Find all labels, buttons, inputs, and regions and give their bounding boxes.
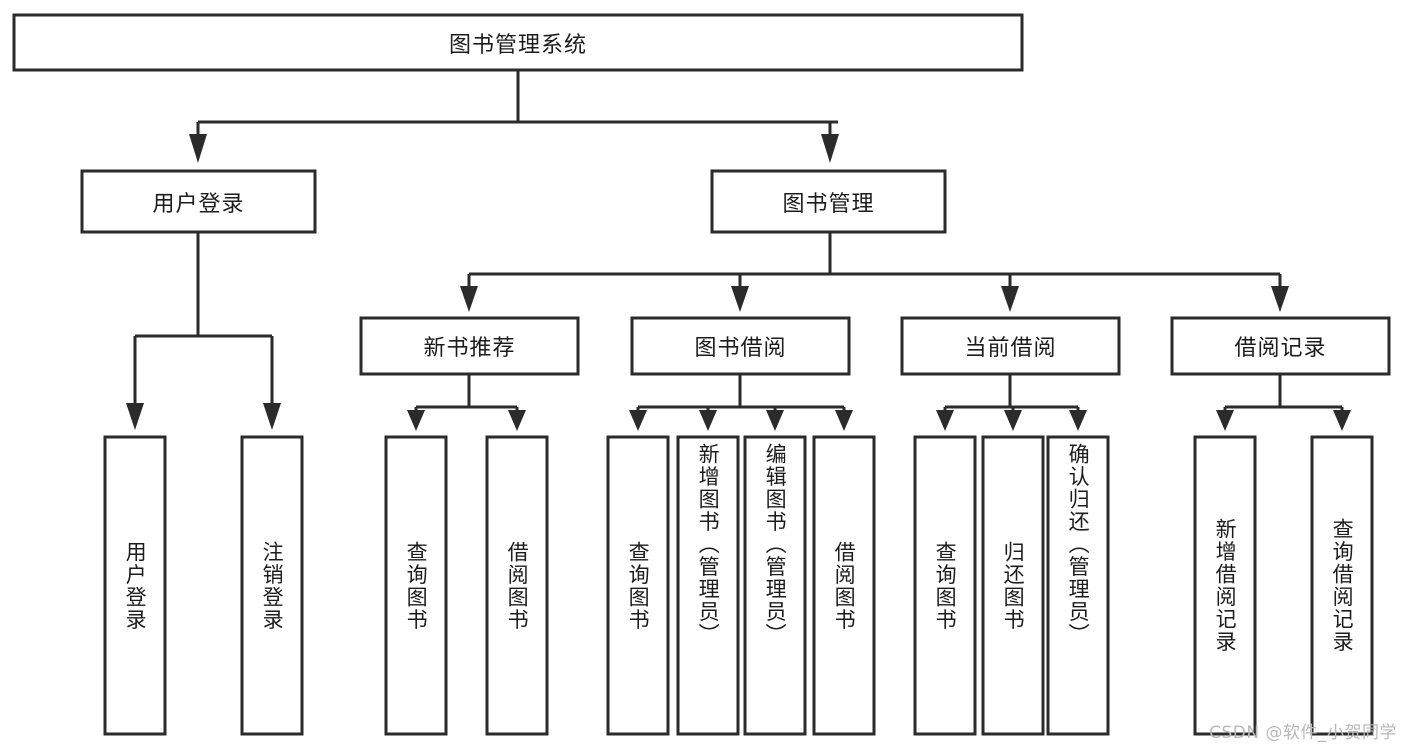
node-box-leaf-query-book-1[interactable] [384,435,448,736]
arrow-icon-leaf-confirm-return [1069,410,1087,431]
node-box-book-management[interactable] [710,169,947,234]
node-box-leaf-query-record[interactable] [1310,435,1374,736]
arrow-icon-current-borrow [1001,286,1019,312]
arrow-icon-leaf-query-book-2 [629,410,647,431]
node-box-leaf-confirm-return[interactable] [1046,435,1110,736]
connector-group-book-borrow [629,374,853,431]
connector-group-borrow-record [1216,374,1351,431]
node-box-leaf-return-book[interactable] [981,435,1045,736]
connector-group-current-borrow [936,374,1087,431]
node-box-leaf-query-book-3[interactable] [913,435,977,736]
arrow-icon-leaf-edit-book [766,410,784,431]
connector-group-new-book-recommend [407,374,526,431]
node-box-root[interactable] [12,13,1024,72]
arrow-icon-leaf-add-book [699,410,717,431]
arrow-icon-leaf-user-logout [263,403,281,430]
arrow-icon-leaf-return-book [1004,410,1022,431]
node-box-user-login[interactable] [80,169,317,234]
arrow-icon-leaf-user-login [126,403,144,430]
node-box-leaf-edit-book[interactable] [743,435,807,736]
arrow-icon-book-borrow [731,286,749,312]
arrow-icon-borrow-record [1271,286,1289,312]
node-box-leaf-add-record[interactable] [1193,435,1257,736]
arrow-icon-new-book-recommend [460,286,478,312]
node-box-borrow-record[interactable] [1170,316,1391,376]
node-box-leaf-borrow-book-2[interactable] [812,435,876,736]
connector-group-user-login [126,232,281,430]
arrow-icon-leaf-borrow-book-1 [508,410,526,431]
arrow-icon-leaf-borrow-book-2 [835,410,853,431]
node-box-leaf-add-book[interactable] [676,435,740,736]
arrow-icon-leaf-query-book-3 [936,410,954,431]
node-box-new-book-recommend[interactable] [359,316,580,376]
node-box-leaf-user-login[interactable] [103,435,167,736]
node-box-leaf-borrow-book-1[interactable] [485,435,549,736]
node-box-leaf-user-logout[interactable] [240,435,304,736]
node-box-book-borrow[interactable] [630,316,851,376]
arrow-icon-leaf-add-record [1216,410,1234,431]
connector-group-root [189,70,839,163]
arrow-icon-root-to-book-management [821,134,839,163]
arrow-icon-leaf-query-book-1 [407,410,425,431]
connector-group-book-management [460,232,1289,312]
arrow-icon-root-to-user-login [189,134,207,163]
node-box-leaf-query-book-2[interactable] [606,435,670,736]
arrow-icon-leaf-query-record [1333,410,1351,431]
node-box-current-borrow[interactable] [900,316,1121,376]
